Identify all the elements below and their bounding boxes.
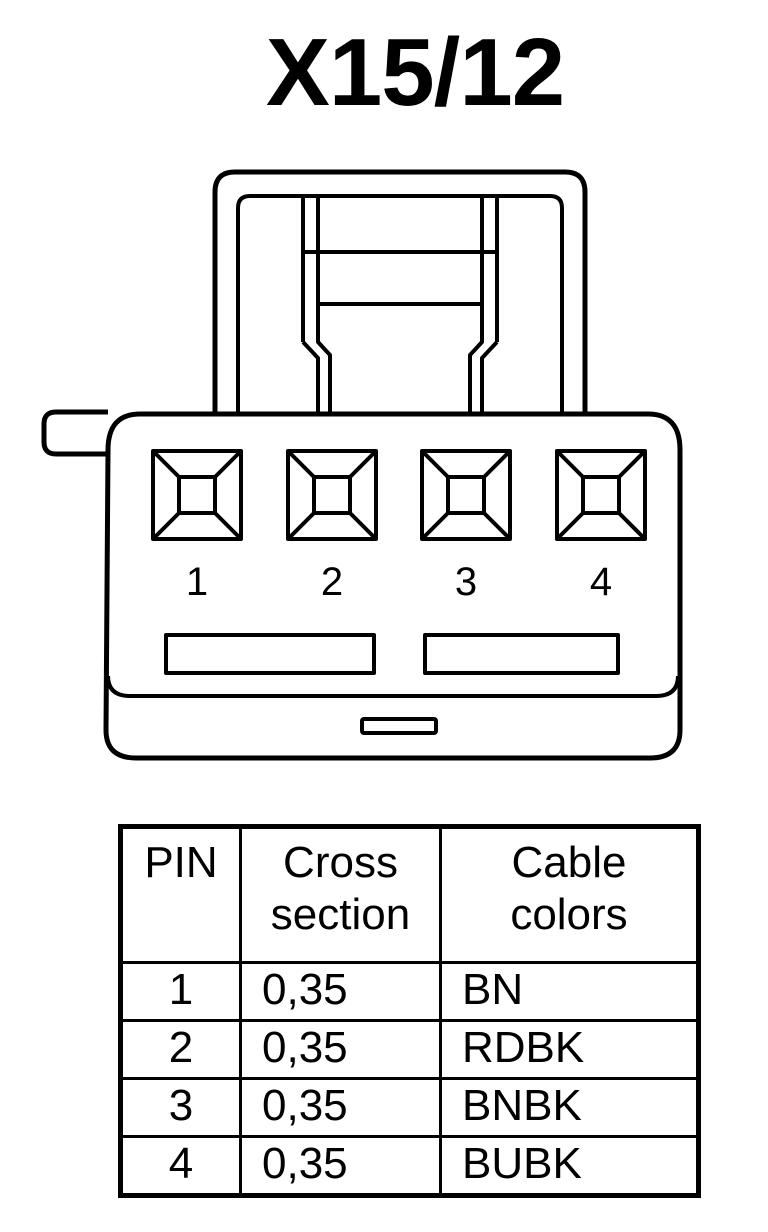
bottom-slot <box>360 717 438 735</box>
cross-section-value: 0,35 <box>239 961 442 1022</box>
pin-label-3: 3 <box>455 560 477 604</box>
pin-label-4: 4 <box>590 560 612 604</box>
latch <box>212 169 588 412</box>
pin-cavity-2 <box>286 449 378 541</box>
header-cross-section: Cross section <box>239 825 442 964</box>
connector-drawing: 1 2 3 4 <box>41 169 683 761</box>
cross-section-value: 0,35 <box>239 1019 442 1080</box>
pin-number: 2 <box>119 1019 242 1080</box>
cable-color-value: BNBK <box>439 1077 700 1138</box>
pin-number: 4 <box>119 1135 242 1197</box>
header-pin: PIN <box>119 825 242 964</box>
pin-label-2: 2 <box>321 560 343 604</box>
cross-section-value: 0,35 <box>239 1077 442 1138</box>
header-cable-colors: Cable colors <box>439 825 700 964</box>
table-row: 2 0,35 RDBK <box>119 1019 700 1080</box>
pin-table: PIN Cross section Cable colors 1 0,35 BN… <box>118 824 701 1198</box>
side-tab <box>41 409 108 457</box>
cable-color-value: RDBK <box>439 1019 700 1080</box>
pin-cavity-4 <box>555 449 647 541</box>
pin-cavity-3 <box>420 449 512 541</box>
pin-cavity-1 <box>151 449 243 541</box>
pin-labels: 1 2 3 4 <box>186 560 612 604</box>
table-row: 1 0,35 BN <box>119 961 700 1022</box>
key-slot-left <box>164 633 376 675</box>
key-slot-right <box>423 633 620 675</box>
table-row: 4 0,35 BUBK <box>119 1135 700 1197</box>
pin-cavities <box>151 449 647 541</box>
connector-housing <box>103 411 683 761</box>
cable-color-value: BN <box>439 961 700 1022</box>
pin-label-1: 1 <box>186 560 208 604</box>
cross-section-value: 0,35 <box>239 1135 442 1197</box>
table-row: 3 0,35 BNBK <box>119 1077 700 1138</box>
pin-number: 1 <box>119 961 242 1022</box>
table-header-row: PIN Cross section Cable colors <box>119 825 700 964</box>
cable-color-value: BUBK <box>439 1135 700 1197</box>
pin-number: 3 <box>119 1077 242 1138</box>
connector-title: X15/12 <box>265 19 565 126</box>
